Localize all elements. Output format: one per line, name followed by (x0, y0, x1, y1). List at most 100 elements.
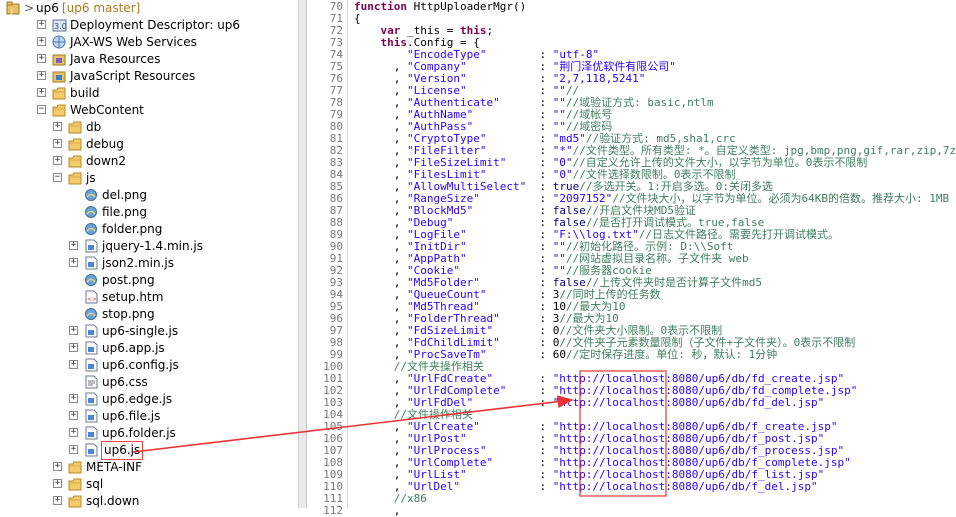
code-string: "2,7,118,5241" (552, 72, 646, 85)
line-number: 108 (323, 456, 343, 469)
tree-item-sql[interactable]: +sql (0, 476, 296, 493)
code-comment: //初始化路径。示例: D:\\Soft (565, 240, 734, 253)
tree-item-up6-folder-js[interactable]: +up6.folder.js (0, 425, 296, 442)
tree-item-meta-inf[interactable]: +META-INF (0, 459, 296, 476)
tree-item-js[interactable]: − js (0, 170, 296, 187)
tree-item-db[interactable]: +db (0, 119, 296, 136)
image-file-icon (84, 222, 99, 236)
line-number: 96 (329, 312, 343, 325)
expand-toggle-icon[interactable]: + (69, 325, 78, 335)
tree-git-indicator: > (24, 1, 35, 15)
expand-toggle-icon[interactable]: + (69, 359, 78, 369)
code-string: "FdChildLimit" (406, 336, 500, 349)
tree-item-stop-png[interactable]: stop.png (0, 306, 296, 323)
folder-icon (68, 137, 83, 151)
code-text: , (354, 300, 407, 313)
tree-item-up6-single-js[interactable]: +up6-single.js (0, 323, 296, 340)
code-text: , (354, 468, 407, 481)
expand-toggle-icon[interactable]: + (53, 478, 62, 488)
code-text: ; (486, 24, 494, 37)
code-comment: //x86 (393, 492, 427, 505)
tree-item-sql-down[interactable]: +sql.down (0, 493, 296, 510)
code-string: "AllowMultiSelect" (406, 180, 527, 193)
image-file-icon (84, 273, 99, 287)
tree-item-javascript-resources[interactable]: +JavaScript Resources (0, 68, 296, 85)
expand-toggle-icon[interactable]: + (53, 155, 62, 165)
expand-toggle-icon[interactable]: + (53, 121, 62, 131)
tree-item-up6-file-js[interactable]: +up6.file.js (0, 408, 296, 425)
js-file-icon (84, 426, 99, 440)
tree-item-del-png[interactable]: del.png (0, 187, 296, 204)
tree-item-file-png[interactable]: file.png (0, 204, 296, 221)
tree-item-json2-min-js[interactable]: +json2.min.js (0, 255, 296, 272)
tree-item-webcontent[interactable]: −WebContent (0, 102, 296, 119)
expand-toggle-icon[interactable]: + (69, 393, 78, 403)
code-string: "FilesLimit" (406, 168, 487, 181)
code-string: "0" (552, 168, 573, 181)
code-line: , "InitDir" : ""//初始化路径。示例: D:\\Soft (354, 240, 734, 253)
tree-item-debug[interactable]: +debug (0, 136, 296, 153)
tree-item-folder-png[interactable]: folder.png (0, 221, 296, 238)
tree-item-up6-css[interactable]: up6.css (0, 374, 296, 391)
code-text: , (354, 168, 407, 181)
tree-item-label: js (86, 171, 96, 185)
code-string: "*" (552, 144, 573, 157)
code-text: , (354, 228, 407, 241)
tree-item-jquery-1-4-min-js[interactable]: +jquery-1.4.min.js (0, 238, 296, 255)
code-line: , "FdSizeLimit" : 0//文件夹大小限制。0表示不限制 (354, 325, 722, 337)
tree-item-jax-ws-web-services[interactable]: +JAX-WS Web Services (0, 34, 296, 51)
line-number: 83 (329, 156, 343, 169)
code-line: , "ProcSaveTm" : 60//定时保存进度。单位: 秒，默认: 1分… (354, 349, 778, 361)
tree-item-post-png[interactable]: post.png (0, 272, 296, 289)
code-comment: //文件选择数限制。0表示不限制 (572, 168, 736, 181)
code-text: 10 (552, 300, 566, 313)
panel-divider[interactable] (299, 0, 307, 508)
expand-toggle-icon[interactable]: + (37, 53, 46, 63)
expand-toggle-icon[interactable]: + (53, 495, 62, 505)
tree-item-label: del.png (102, 188, 147, 202)
code-text: , (354, 336, 407, 349)
code-text: , (354, 216, 407, 229)
expand-toggle-icon[interactable]: + (37, 36, 46, 46)
code-text: , (354, 384, 407, 397)
tree-item-up6-app-js[interactable]: +up6.app.js (0, 340, 296, 357)
expand-toggle-icon[interactable]: + (69, 427, 78, 437)
tree-item-java-resources[interactable]: +Java Resources (0, 51, 296, 68)
tree-item-up6-config-js[interactable]: +up6.config.js (0, 357, 296, 374)
tree-item-build[interactable]: +build (0, 85, 296, 102)
code-text: : (499, 336, 553, 349)
code-text: : (486, 144, 553, 157)
tree-item-down2[interactable]: +down2 (0, 153, 296, 170)
expand-toggle-icon[interactable]: + (37, 19, 46, 29)
folder-icon (68, 171, 83, 185)
tree-item-up6[interactable]: J> up6 [up6 master] (0, 0, 296, 17)
code-string: "LogFile" (406, 228, 467, 241)
code-string: "FileFilter" (406, 144, 487, 157)
expand-toggle-icon[interactable]: + (69, 257, 78, 267)
collapse-toggle-icon[interactable]: − (53, 172, 62, 182)
tree-item-up6-js[interactable]: +up6.js (0, 441, 296, 460)
expand-toggle-icon[interactable]: + (53, 461, 62, 471)
code-line: "EncodeType" : "utf-8" (354, 49, 599, 61)
expand-toggle-icon[interactable]: + (69, 342, 78, 352)
tree-item-setup-htm[interactable]: <>setup.htm (0, 289, 296, 306)
code-comment: //是否打开调试模式。true,false (585, 216, 765, 229)
expand-toggle-icon[interactable]: + (69, 240, 78, 250)
code-line: , "FolderThread" : 3//最大为10 (354, 313, 619, 325)
expand-toggle-icon[interactable]: + (37, 70, 46, 80)
collapse-toggle-icon[interactable]: − (37, 104, 46, 114)
code-comment: //文件夹子元素数量限制（子文件+子文件夹）。0表示不限制 (559, 336, 856, 349)
expand-toggle-icon[interactable]: + (37, 87, 46, 97)
code-string: "AuthName" (406, 108, 474, 121)
folder-icon (68, 460, 83, 474)
expand-toggle-icon[interactable]: + (69, 444, 78, 454)
tree-item-up6-edge-js[interactable]: +up6.edge.js (0, 391, 296, 408)
folder-icon (52, 103, 67, 117)
expand-toggle-icon[interactable]: + (69, 410, 78, 420)
expand-toggle-icon[interactable]: + (53, 138, 62, 148)
code-line: , "FdChildLimit" : 0//文件夹子元素数量限制（子文件+子文件… (354, 336, 856, 349)
